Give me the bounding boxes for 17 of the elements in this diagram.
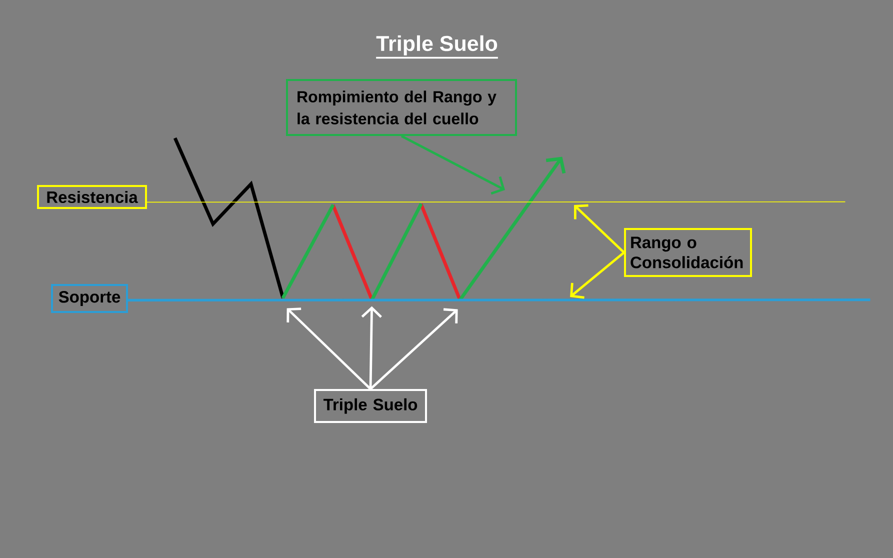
arrow: [361, 306, 382, 390]
arrow: [570, 252, 625, 299]
arrow: [400, 134, 506, 195]
resistance-line: [145, 201, 846, 203]
callout-box: Triple Suelo: [314, 389, 427, 423]
title: Triple Suelo: [376, 35, 498, 59]
rising-leg: [281, 204, 335, 300]
label-box: Soporte: [51, 284, 128, 313]
support-line: [126, 298, 870, 302]
label-box: Resistencia: [37, 185, 147, 209]
callout-box: Rompimiento del Rango y la resistencia del cuello: [286, 79, 517, 136]
callout-box: Rango o Consolidación: [624, 228, 752, 277]
breakout-leg: [458, 156, 566, 302]
arrow: [370, 308, 458, 390]
arrow: [574, 204, 625, 254]
arrow: [286, 308, 372, 390]
rising-leg: [370, 203, 423, 301]
